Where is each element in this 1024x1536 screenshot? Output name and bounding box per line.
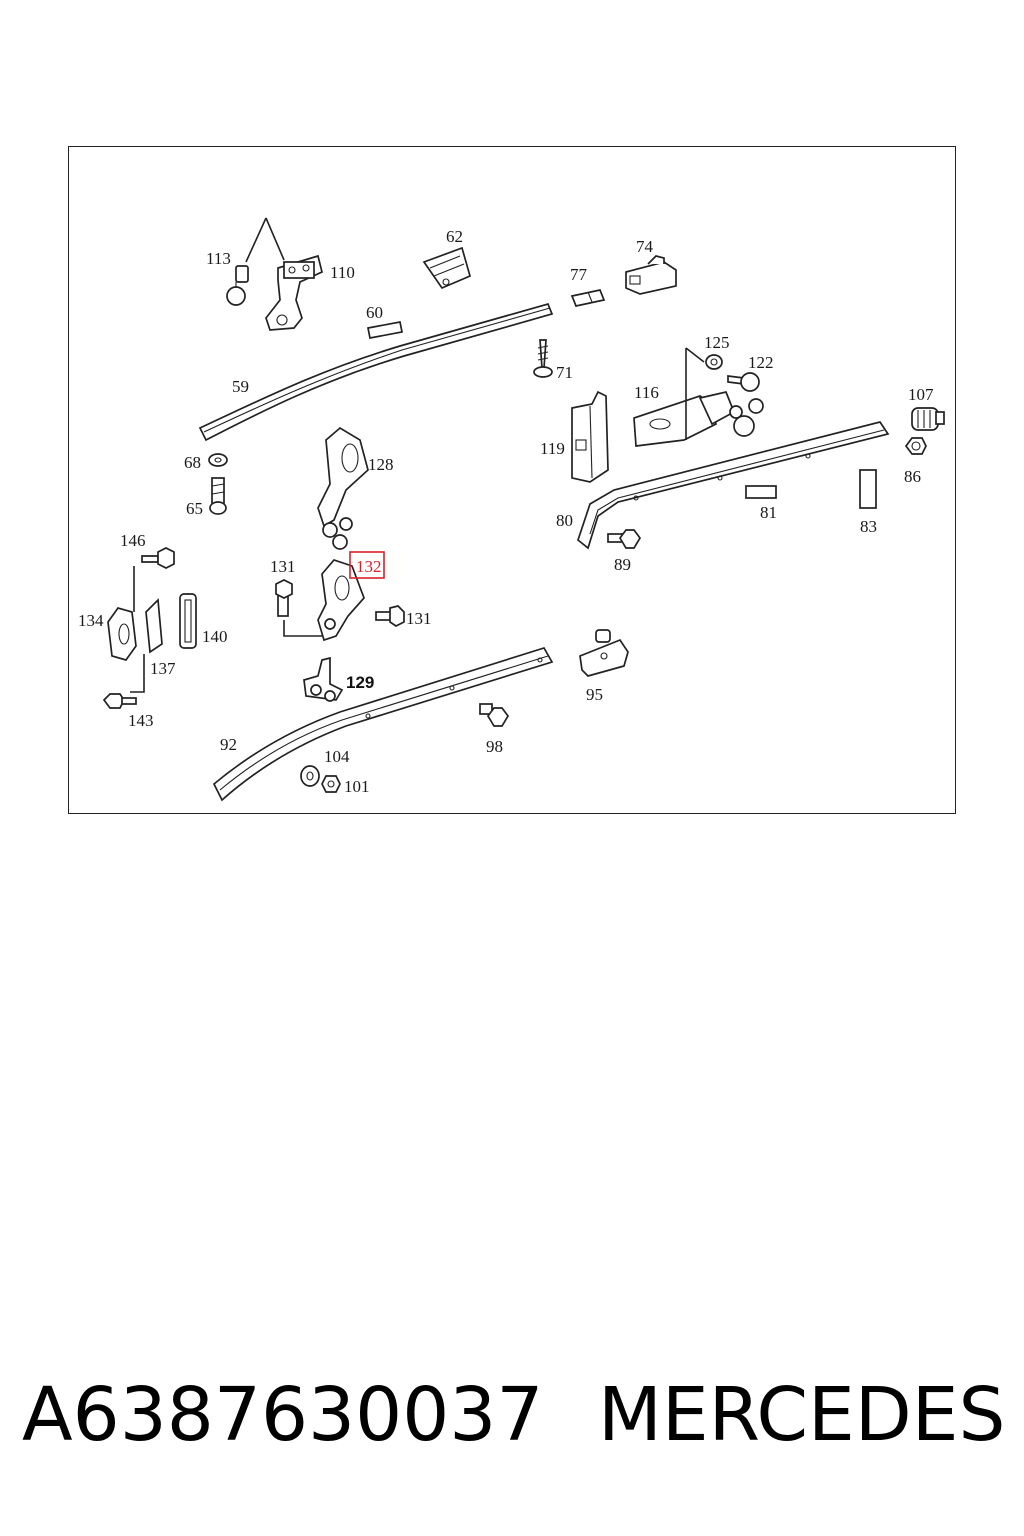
part-128-roller-arm [317, 426, 369, 550]
part-71-screw [533, 339, 553, 378]
label-98: 98 [486, 737, 503, 756]
part-number: A6387630037 [22, 1372, 544, 1458]
part-119-guide [571, 390, 609, 483]
part-86-nut [904, 437, 927, 455]
label-107: 107 [908, 385, 934, 404]
part-104-washer [300, 765, 320, 787]
part-68-washer [208, 453, 228, 467]
part-59-rail [198, 302, 554, 442]
label-131-left: 131 [270, 557, 296, 576]
label-59: 59 [232, 377, 249, 396]
part-77-pad [570, 289, 606, 307]
label-101: 101 [344, 777, 370, 796]
label-113: 113 [206, 249, 231, 268]
label-125: 125 [704, 333, 730, 352]
part-92-rail [212, 646, 554, 802]
part-74-connector [625, 255, 677, 295]
part-107-roller [911, 407, 945, 431]
label-83: 83 [860, 517, 877, 536]
label-92: 92 [220, 735, 237, 754]
label-122: 122 [748, 353, 774, 372]
part-89-bolt [607, 529, 642, 549]
part-113-bolt [226, 265, 249, 306]
label-110: 110 [330, 263, 355, 282]
label-104: 104 [324, 747, 350, 766]
diagram-frame [68, 146, 956, 814]
label-131-right: 131 [406, 609, 432, 628]
label-132: 132 [356, 557, 382, 576]
part-110-bracket [245, 217, 323, 331]
part-65-screw [209, 477, 227, 515]
label-65: 65 [186, 499, 203, 518]
part-134-catch [107, 607, 137, 661]
part-146-bolt [133, 547, 175, 612]
part-132-roller-arm [317, 559, 365, 642]
part-62-clip [422, 246, 472, 290]
brand-name: MERCEDES [598, 1372, 1006, 1458]
part-116-roller-bracket [633, 347, 764, 447]
caption-bar: A6387630037 MERCEDES [0, 1372, 1024, 1472]
part-140-seal [179, 593, 197, 649]
label-137: 137 [150, 659, 176, 678]
part-131-bolt-right [375, 605, 405, 627]
label-95: 95 [586, 685, 603, 704]
part-101-nut [321, 775, 341, 793]
label-77: 77 [570, 265, 588, 284]
label-129: 129 [346, 673, 374, 692]
part-83-plate [859, 469, 877, 509]
highlight-box [349, 551, 385, 579]
label-134: 134 [78, 611, 104, 630]
label-128: 128 [368, 455, 394, 474]
part-129-bracket [303, 656, 344, 702]
label-60: 60 [366, 303, 383, 322]
label-143: 143 [128, 711, 154, 730]
part-122-bolt [727, 372, 760, 392]
part-95-bracket [579, 629, 629, 677]
label-140: 140 [202, 627, 228, 646]
part-125-washer [705, 354, 723, 370]
label-146: 146 [120, 531, 146, 550]
label-89: 89 [614, 555, 631, 574]
part-98-bolt [479, 703, 510, 727]
label-68: 68 [184, 453, 201, 472]
part-143-bolt [102, 693, 137, 709]
label-71: 71 [556, 363, 573, 382]
label-80: 80 [556, 511, 573, 530]
part-80-rail [577, 421, 890, 550]
part-131-bolt-left [275, 579, 322, 637]
label-74: 74 [636, 237, 654, 256]
label-86: 86 [904, 467, 921, 486]
label-119: 119 [540, 439, 565, 458]
part-60-pad [366, 321, 404, 339]
part-81-pad [745, 485, 777, 499]
label-81: 81 [760, 503, 777, 522]
label-116: 116 [634, 383, 659, 402]
label-62: 62 [446, 227, 463, 246]
part-137-striker [130, 598, 163, 693]
